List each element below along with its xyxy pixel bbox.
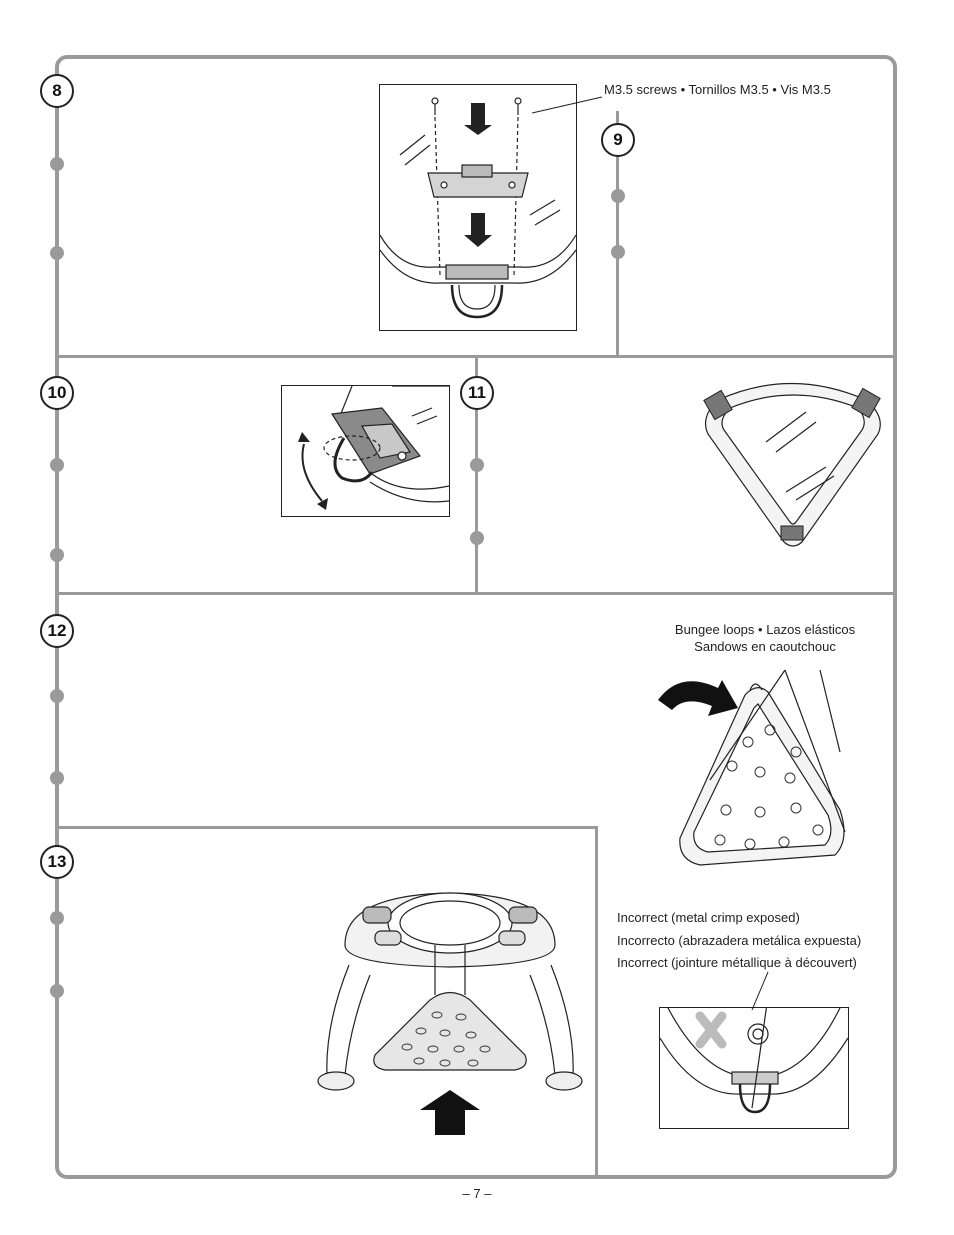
warning-callout-line <box>751 971 769 1010</box>
bullet-dot <box>50 246 64 260</box>
step-number-9: 9 <box>601 123 635 157</box>
step-number-8: 8 <box>40 74 74 108</box>
bullet-dot <box>611 245 625 259</box>
divider-step12-13 <box>57 826 597 829</box>
step-number-13: 13 <box>40 845 74 879</box>
step8-illustration <box>379 84 577 331</box>
bullet-dot <box>470 531 484 545</box>
step-number-11: 11 <box>460 376 494 410</box>
step8-callout-line <box>531 96 603 114</box>
divider-row1 <box>57 355 895 358</box>
step-number-10: 10 <box>40 376 74 410</box>
warning-line-spanish: Incorrecto (abrazadera metálica expuesta… <box>617 933 862 948</box>
warning-line-english: Incorrect (metal crimp exposed) <box>617 910 800 925</box>
step12-illustration <box>658 669 846 866</box>
bullet-dot <box>470 458 484 472</box>
step12-bungee-callout-line1: Bungee loops • Lazos elásticos <box>674 622 856 637</box>
bullet-dot <box>50 911 64 925</box>
incorrect-illustration <box>659 1007 849 1129</box>
page-number: – 7 – <box>462 1186 492 1201</box>
divider-step8-9 <box>616 111 619 357</box>
bullet-dot <box>50 548 64 562</box>
step12-bungee-callout-line2: Sandows en caoutchouc <box>694 639 836 654</box>
bullet-dot <box>50 458 64 472</box>
divider-row2 <box>57 592 895 595</box>
bullet-dot <box>50 157 64 171</box>
divider-step10-11 <box>475 357 478 593</box>
warning-line-french: Incorrect (jointure métallique à découve… <box>617 955 857 970</box>
bullet-dot <box>50 984 64 998</box>
step-number-12: 12 <box>40 614 74 648</box>
step13-illustration <box>317 892 583 1135</box>
bullet-dot <box>50 771 64 785</box>
bullet-dot <box>50 689 64 703</box>
step8-screws-callout: M3.5 screws • Tornillos M3.5 • Vis M3.5 <box>604 82 831 97</box>
step10-illustration <box>281 385 450 517</box>
step11-illustration <box>703 382 881 547</box>
divider-step13-right <box>595 826 598 1178</box>
bullet-dot <box>611 189 625 203</box>
